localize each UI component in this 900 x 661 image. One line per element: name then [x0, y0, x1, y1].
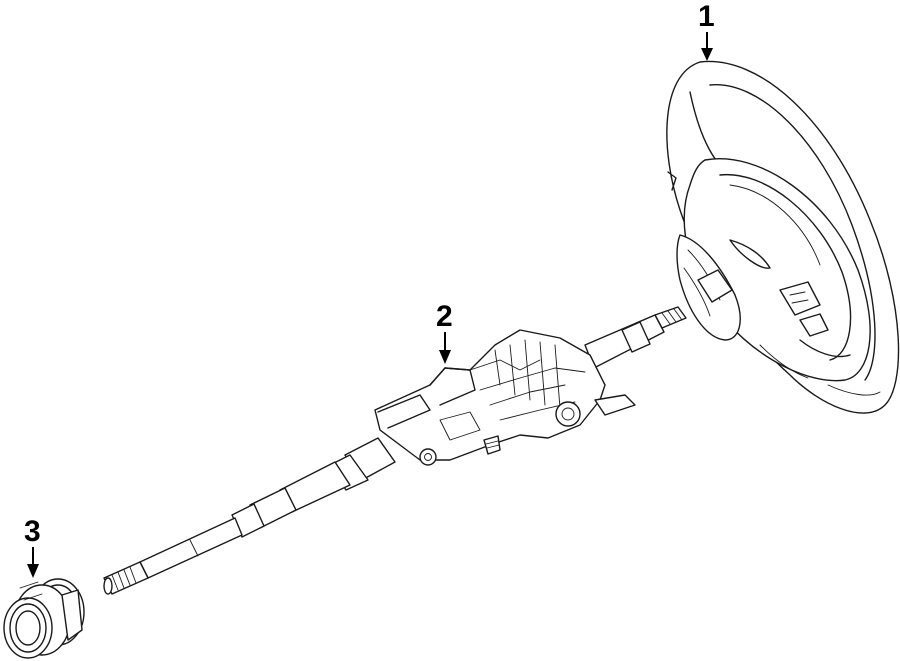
- callout-number-2: 2: [436, 300, 453, 333]
- steering-column: [103, 306, 687, 595]
- steering-shaft-boot: [3, 578, 85, 659]
- callout-number-3: 3: [24, 515, 41, 548]
- callout-1: 1: [698, 0, 715, 61]
- callout-number-1: 1: [698, 0, 715, 33]
- callout-2: 2: [436, 300, 453, 364]
- steering-wheel: [666, 60, 900, 414]
- callout-3: 3: [24, 515, 41, 578]
